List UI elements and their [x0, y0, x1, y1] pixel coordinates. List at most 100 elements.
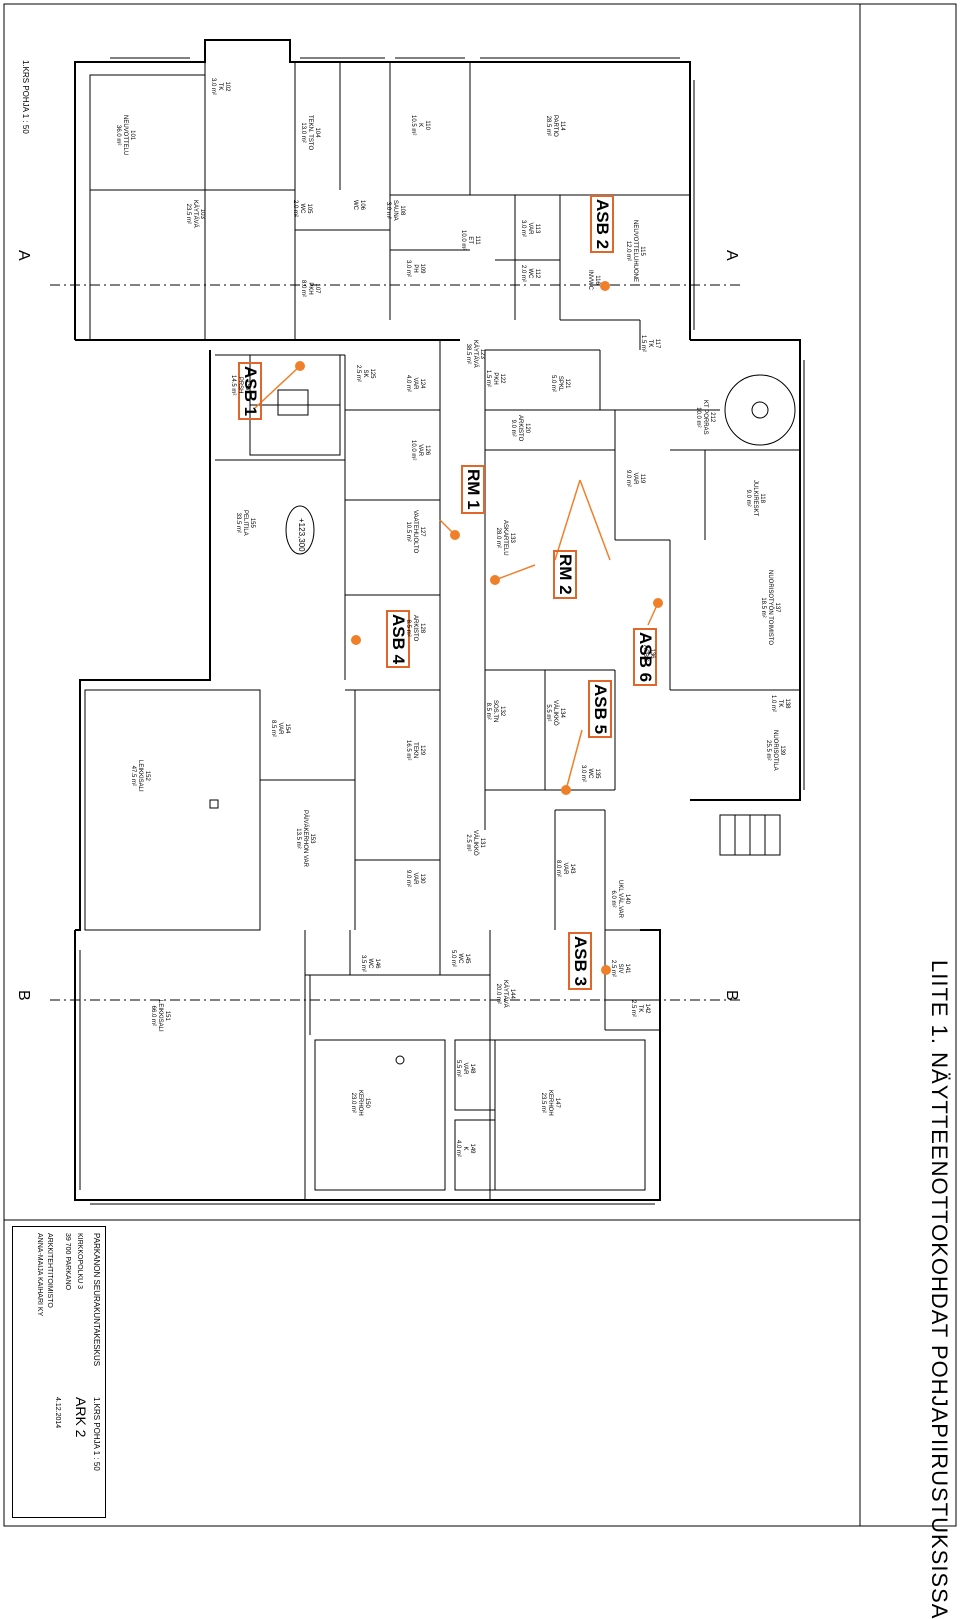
room-no: 152 [144, 770, 150, 781]
room-no: 142 [644, 1003, 650, 1014]
room-no: 121 [564, 378, 570, 389]
room-name: VAR [412, 872, 418, 885]
room-no: 125 [369, 368, 375, 379]
room-name: WC [587, 768, 593, 779]
section-mark-b-right: B [723, 990, 740, 1001]
room-area: 8.5 m² [405, 619, 411, 637]
room-no: 156 [244, 380, 250, 391]
section-mark-a-right: A [723, 250, 740, 261]
room-name: VÄLIKKÖ [472, 830, 478, 856]
room-no: 212 [709, 412, 715, 423]
room-name: LEIKKISALI [157, 1000, 163, 1032]
title-block-date: 4.12.2014 [54, 1397, 61, 1429]
room-name: ASB 6 [642, 645, 648, 663]
room-area: 16.5 m² [405, 740, 411, 761]
room-area: 1.0 m² [770, 695, 776, 713]
room-no: 149 [469, 1143, 475, 1154]
room-name: WC [457, 953, 463, 964]
room-area: 2.5 m² [610, 960, 616, 978]
room-area: 9.0 m² [625, 470, 631, 488]
sheet-scale-label: 1.KRS POHJA 1 : 50 [21, 60, 30, 134]
room-name: PKH [492, 372, 498, 385]
room-name: ET [467, 236, 473, 244]
room-no: 144 [509, 988, 515, 999]
room-no: 135 [594, 768, 600, 779]
room-area: 10.0 m² [695, 407, 701, 428]
room-name: NUORISOTYÖN TOIMISTO [767, 570, 773, 646]
section-mark-a-left: A [15, 250, 32, 261]
room-area: 3.0 m² [385, 201, 391, 219]
room-area: 10.0 m² [410, 440, 416, 461]
room-name: VAR [417, 444, 423, 457]
title-block-scale: 1.KRS POHJA 1 : 50 [92, 1397, 101, 1471]
room-no: 106 [359, 200, 365, 211]
room-name: TEKN. TSTO [307, 115, 313, 151]
title-block-office: ARKKITEHTITOIMISTO [46, 1233, 53, 1308]
room-name: KÄYTÄVÄ [472, 340, 478, 368]
room-name: SIV [617, 963, 623, 974]
room-no: 141 [624, 963, 630, 974]
level-label: +123,300 [297, 518, 306, 552]
title-block-city: 39 700 PARKANO [64, 1233, 71, 1291]
room-area: 28.5 m² [545, 115, 551, 137]
room-name: PKH [307, 282, 313, 295]
room-name: KÄYTÄVÄ [192, 200, 198, 228]
room-no: 103 [199, 208, 205, 219]
room-name: NUORISOTILA [772, 730, 778, 771]
room-name: KERHOH [547, 1090, 553, 1116]
room-area: 8.5 m² [485, 702, 491, 720]
room-area: 9.0 m² [745, 489, 751, 507]
section-mark-b-left: B [15, 990, 32, 1001]
room-area: 5.5 m² [455, 1060, 461, 1078]
room-no: 124 [419, 378, 425, 389]
room-no: 134 [559, 707, 565, 718]
room-area: 10.5 m² [405, 521, 411, 542]
room-area: 20.0 m² [495, 983, 501, 1005]
room-area: 36.0 m² [115, 125, 121, 146]
room-area: 2.0 m² [520, 265, 526, 283]
title-block-project: PARKANON SEURAKUNTAKESKUS [92, 1233, 101, 1367]
room-area: 3.0 m² [520, 220, 526, 238]
room-area: 5.5 m² [545, 704, 551, 722]
room-area: 33.5 m² [235, 512, 241, 534]
room-area: 10.5 m² [410, 115, 416, 136]
room-name: INVWC [587, 270, 593, 290]
room-no: 102 [224, 81, 230, 92]
sample-label-rm2: RM 2 [553, 550, 577, 599]
room-area: 9.0 m² [510, 419, 516, 437]
room-area: 4.0 m² [405, 375, 411, 393]
room-no: 112 [534, 268, 540, 279]
room-no: 107 [314, 283, 320, 294]
room-no: 127 [419, 526, 425, 537]
room-no: 108 [399, 205, 405, 216]
room-area: 14.5 m² [230, 375, 236, 396]
room-name: PELITILA [242, 510, 248, 536]
room-name: JULKIRESKT [752, 480, 758, 517]
room-name: ARKISTO [517, 415, 523, 442]
room-name: SAUNA [392, 200, 398, 221]
room-no: 129 [419, 745, 425, 756]
windows [79, 57, 805, 1205]
section-lines [50, 284, 740, 1001]
room-name: PH [412, 264, 418, 273]
room-no: 101 [129, 130, 135, 141]
room-name: PRSH [237, 376, 243, 394]
